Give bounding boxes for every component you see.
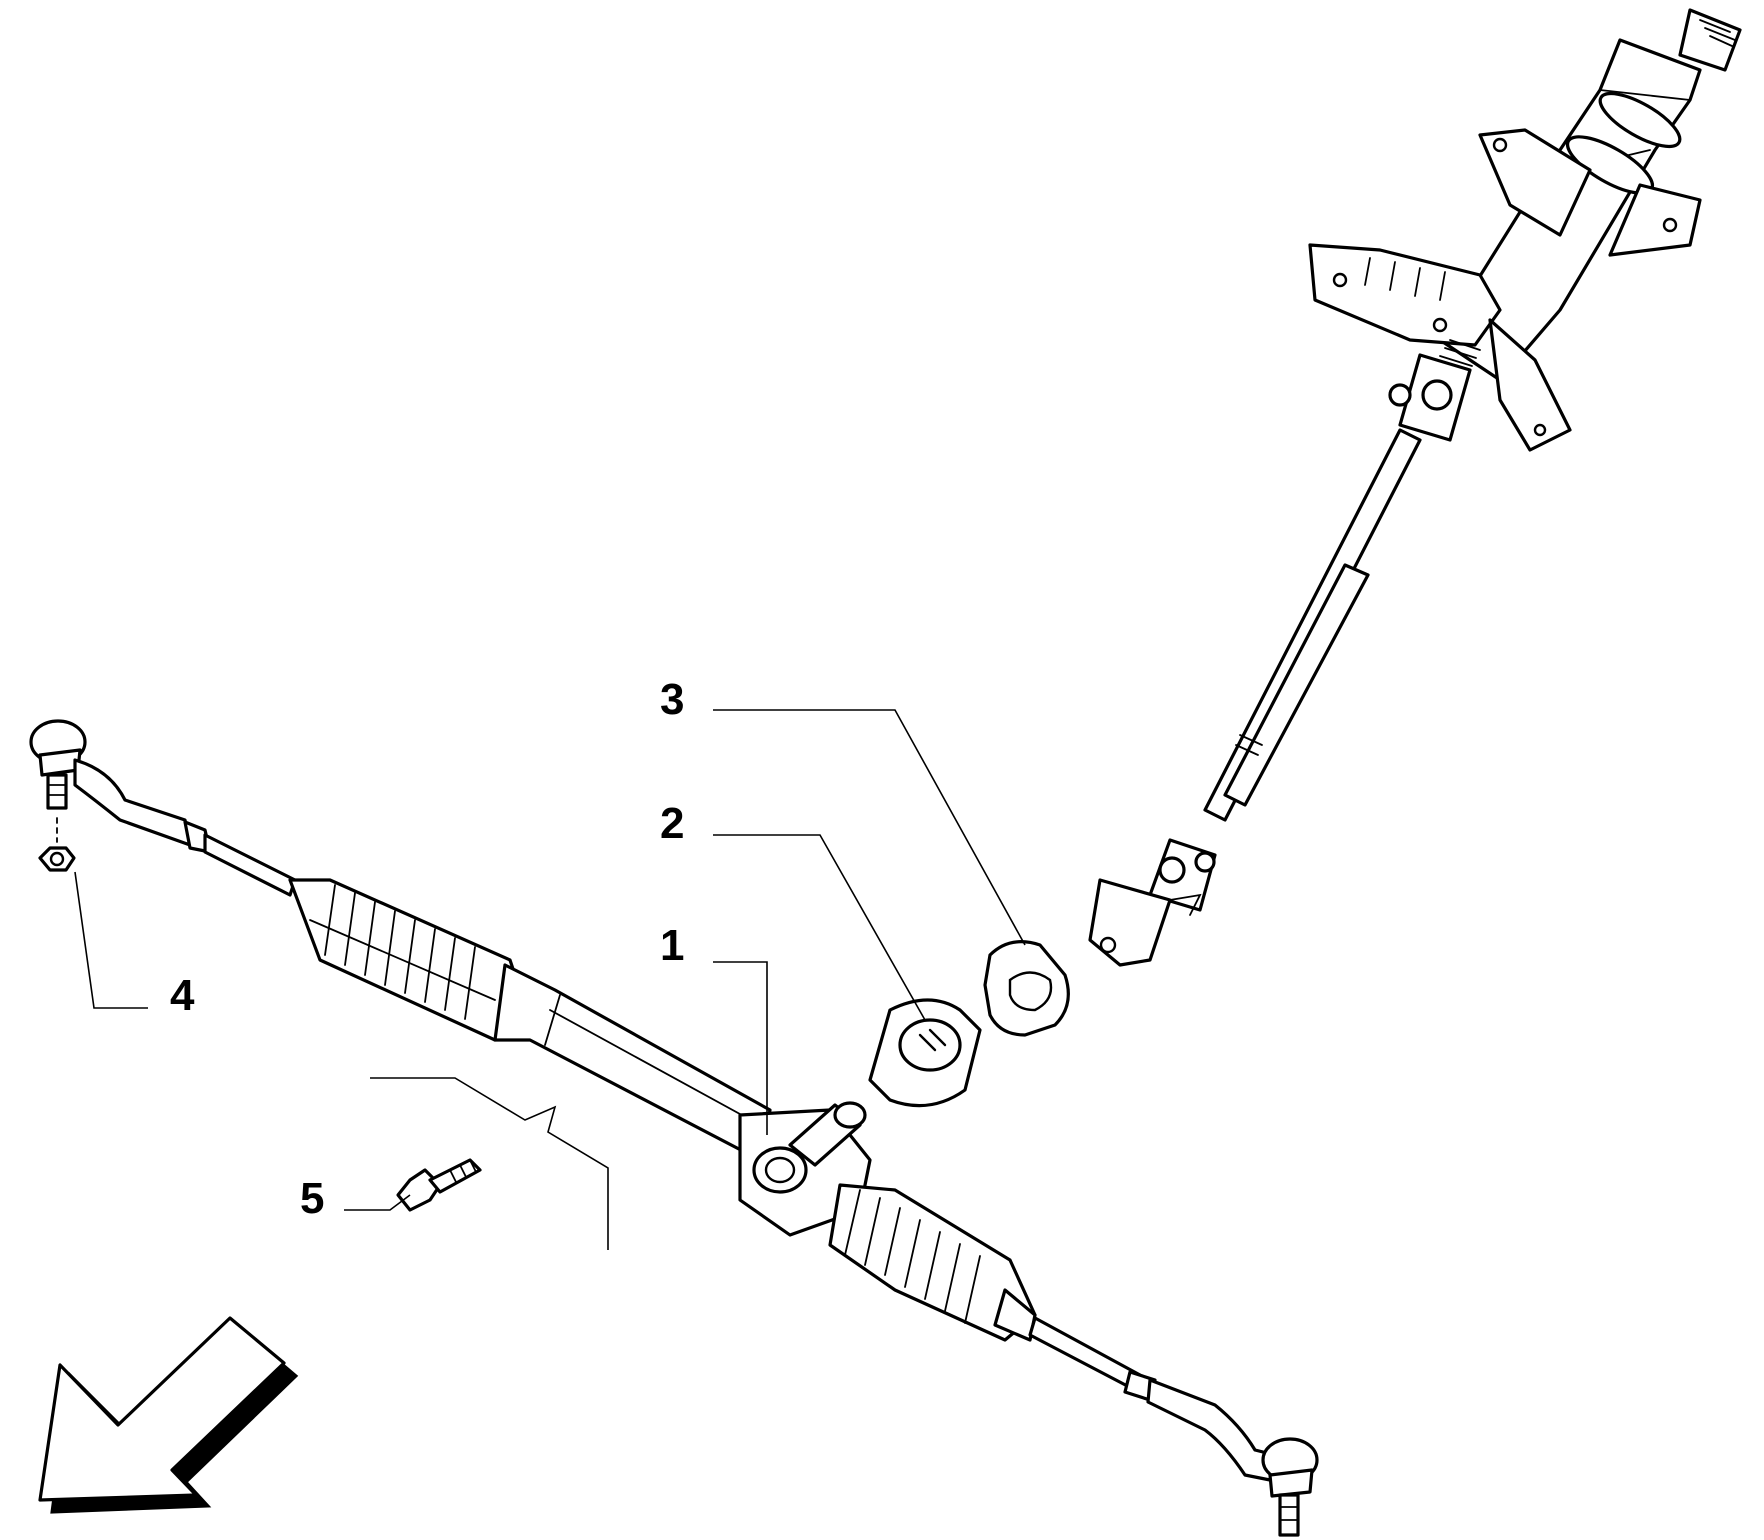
right-tie-rod-end <box>1123 1370 1319 1537</box>
leader-line-4 <box>74 871 148 1009</box>
part-3-seal <box>983 940 1070 1037</box>
callout-3: 3 <box>660 675 684 724</box>
left-tie-rod-end <box>29 719 212 854</box>
left-boot <box>288 878 532 1042</box>
part-4-nut <box>38 817 76 872</box>
callout-4: 4 <box>170 971 195 1020</box>
callout-1: 1 <box>660 921 684 970</box>
leader-line-3 <box>713 709 1026 946</box>
leader-line-5 <box>344 1194 411 1211</box>
callout-2: 2 <box>660 799 684 848</box>
front-direction-arrow-icon <box>38 1316 299 1514</box>
steering-column <box>1088 8 1742 967</box>
part-5-bolt <box>396 1158 482 1212</box>
leader-line-2 <box>713 834 926 1021</box>
steering-rack <box>29 719 1319 1537</box>
callout-5: 5 <box>300 1174 324 1223</box>
right-boot <box>828 1183 1037 1342</box>
leader-line-1 <box>713 961 768 1135</box>
section-cut-line <box>370 1077 609 1250</box>
rack-housing <box>493 963 872 1237</box>
part-2-dust-cap <box>868 998 982 1108</box>
